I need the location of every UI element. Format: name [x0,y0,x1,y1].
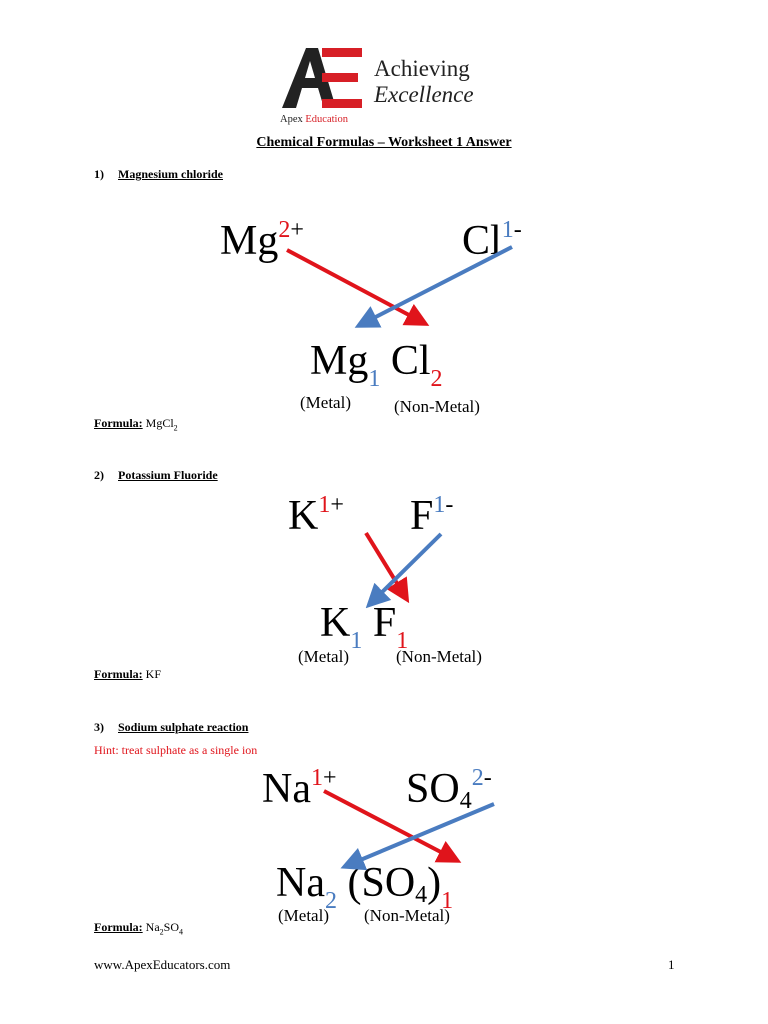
q2-formula: Formula: KF [94,667,161,681]
q1-formula: Formula: MgCl2 [94,416,178,433]
logo-subtitle: Apex Education [280,114,348,125]
logo-line2: Excellence [374,82,474,107]
question-1-heading: 1) Magnesium chloride [94,167,223,181]
apex-logo: Achieving Excellence Apex Education [278,44,508,130]
q3-metal-label: (Metal) [278,906,329,925]
q2-metal-label: (Metal) [298,647,349,666]
q1-metal-label: (Metal) [300,393,351,412]
ae-monogram-icon [282,48,362,108]
q3-nonmetal-label: (Non-Metal) [364,906,450,925]
q3-cation: Na1+ [262,765,337,812]
logo-line1: Achieving [374,56,470,81]
footer-page-number: 1 [668,957,675,972]
q3-anion: SO42- [406,765,492,814]
q1-anion: Cl1- [462,217,522,264]
q2-anion: F1- [410,492,454,539]
q1-red-arrow [286,248,430,326]
q3-hint: Hint: treat sulphate as a single ion [94,743,258,757]
q3-formula: Formula: Na2SO4 [94,920,183,937]
q1-result: Mg1 Cl2 [310,338,443,392]
q2-nonmetal-label: (Non-Metal) [396,647,482,666]
page-title: Chemical Formulas – Worksheet 1 Answer [256,135,512,150]
q2-red-arrow [364,531,410,604]
q2-result: K1 F1 [320,600,409,654]
q3-result: Na2 (SO4)1 [276,860,454,914]
question-3-heading: 3) Sodium sulphate reaction [94,720,249,734]
question-2-heading: 2) Potassium Fluoride [94,468,218,482]
footer-website: www.ApexEducators.com [94,957,231,972]
q1-nonmetal-label: (Non-Metal) [394,397,480,416]
q1-cation: Mg2+ [220,217,304,264]
q2-cation: K1+ [288,492,344,539]
q2-blue-arrow [365,532,443,609]
